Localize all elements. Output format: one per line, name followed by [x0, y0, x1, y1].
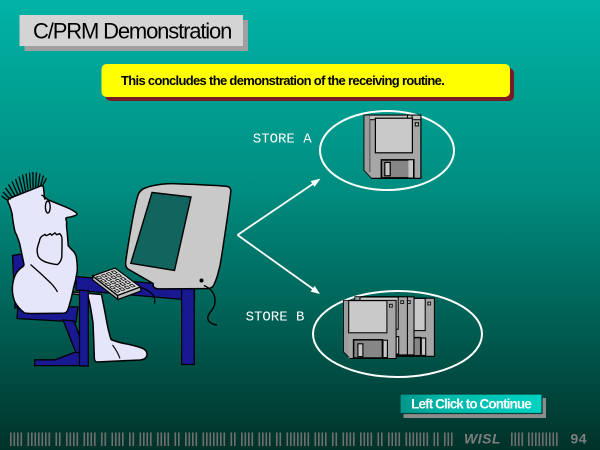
svg-text:STORE A: STORE A: [253, 132, 312, 148]
svg-text:WISL: WISL: [464, 431, 501, 447]
svg-text:94: 94: [571, 431, 588, 447]
svg-text:This concludes the demonstrati: This concludes the demonstration of the …: [121, 73, 444, 88]
svg-text:STORE B: STORE B: [246, 309, 305, 325]
svg-text:Left Click to Continue: Left Click to Continue: [411, 396, 532, 411]
svg-text:C/PRM Demonstration: C/PRM Demonstration: [33, 19, 231, 44]
